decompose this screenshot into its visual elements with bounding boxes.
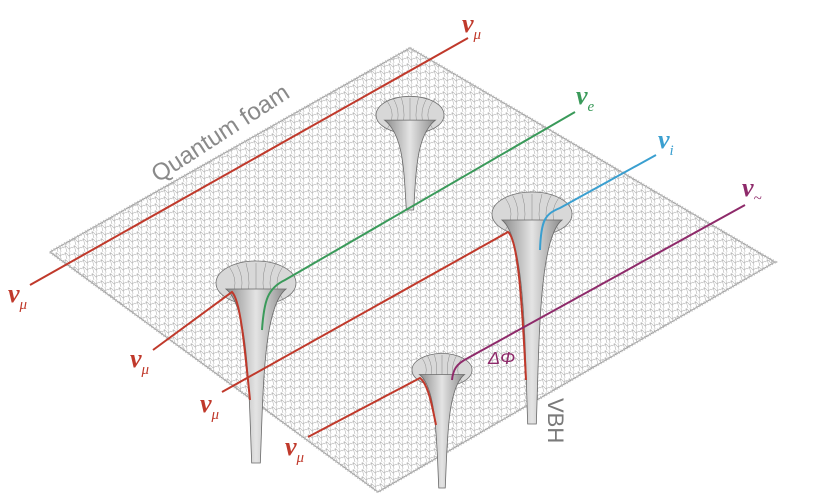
neutrino-trajectories xyxy=(29,37,746,438)
track-out-tilde xyxy=(451,204,746,381)
track-in-left xyxy=(152,290,251,401)
outgoing-neutrino-label-mu: νμ xyxy=(462,9,482,43)
incoming-neutrino-label-3: νμ xyxy=(200,389,220,423)
outgoing-neutrino-label-e: νe xyxy=(576,81,595,115)
track-in-right xyxy=(221,230,527,393)
incoming-neutrino-label-1: νμ xyxy=(8,279,28,313)
track-out-e xyxy=(261,111,576,331)
track-mu-straight xyxy=(29,37,469,286)
vbh-label: VBH xyxy=(543,398,568,443)
incoming-neutrino-label-2: νμ xyxy=(130,344,150,378)
incoming-neutrino-label-4: νμ xyxy=(285,432,305,466)
track-out-i xyxy=(539,154,657,251)
foam-sheet xyxy=(47,46,778,494)
outgoing-neutrino-label-tilde: ν~ xyxy=(742,173,762,207)
vbh-funnel-front xyxy=(411,353,473,489)
outgoing-neutrino-label-i: νi xyxy=(658,125,674,159)
delta-phi-label: ΔΦ xyxy=(487,348,515,368)
vbh-funnel-back xyxy=(375,95,445,211)
track-in-front xyxy=(307,376,437,438)
